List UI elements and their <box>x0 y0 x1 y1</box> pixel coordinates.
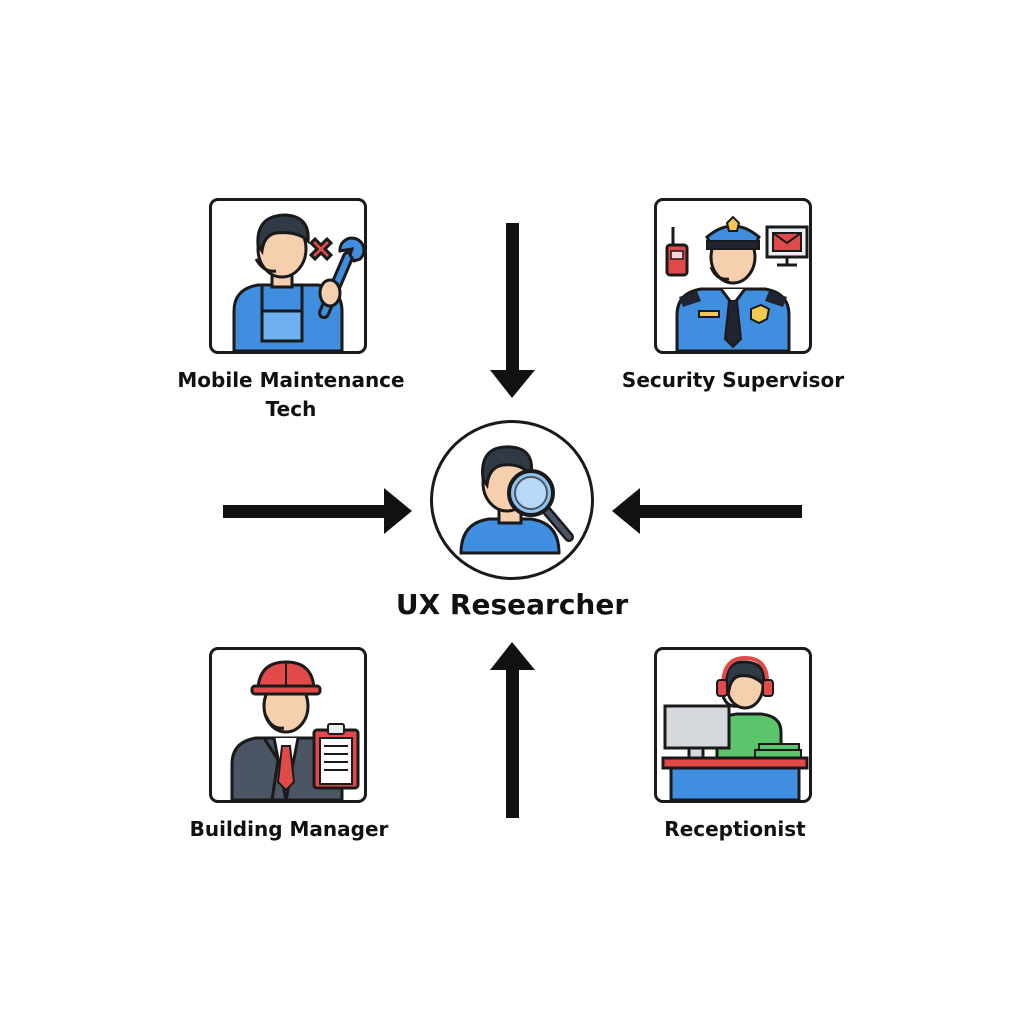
arrow-left-right <box>223 488 412 534</box>
persona-card-building-manager <box>209 647 367 803</box>
label-line-2: Tech <box>265 397 317 421</box>
building-manager-clipboard-icon <box>230 660 360 800</box>
arrow-right-left <box>612 488 802 534</box>
persona-card-security-supervisor <box>654 198 812 354</box>
center-title: UX Researcher <box>395 588 629 621</box>
center-node-ux-researcher <box>430 420 594 580</box>
persona-label-maintenance-tech: Mobile Maintenance Tech <box>177 366 404 424</box>
security-officer-icon <box>665 215 809 351</box>
persona-label-security-supervisor: Security Supervisor <box>621 368 845 392</box>
persona-label-receptionist: Receptionist <box>664 817 806 841</box>
researcher-magnifier-icon <box>459 445 574 555</box>
arrow-top-down <box>490 223 535 398</box>
maintenance-tech-wrench-icon <box>232 213 364 351</box>
persona-card-receptionist <box>654 647 812 803</box>
receptionist-headset-icon <box>661 655 809 800</box>
persona-card-maintenance-tech <box>209 198 367 354</box>
label-line-1: Mobile Maintenance <box>177 368 405 392</box>
arrow-bottom-up <box>490 642 535 818</box>
persona-label-building-manager: Building Manager <box>189 817 389 841</box>
